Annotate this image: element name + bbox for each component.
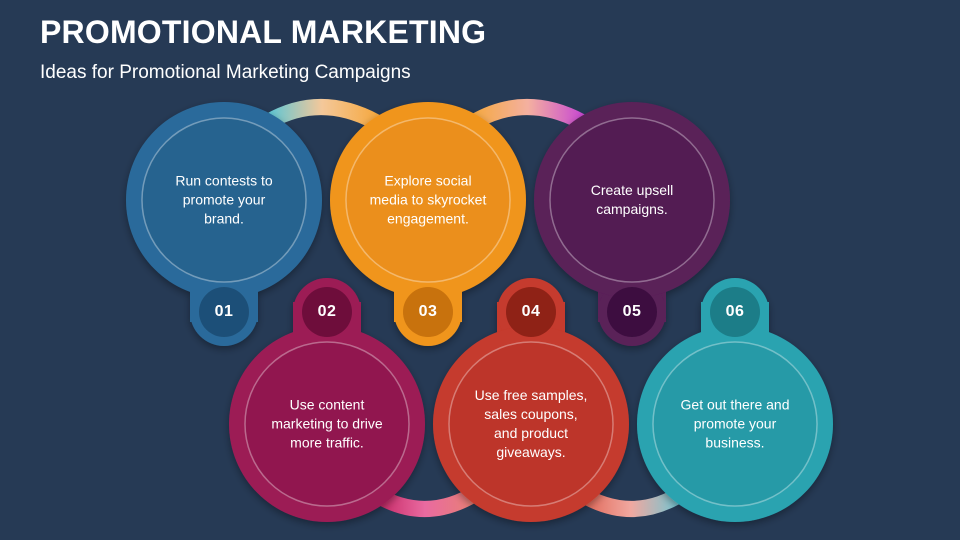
step-03-number: 03 — [418, 303, 438, 320]
step-04-inner-circle — [448, 341, 614, 507]
connector-arc-1-3 — [260, 99, 384, 130]
step-02-number: 02 — [317, 303, 337, 320]
step-02-number-badge — [302, 287, 352, 337]
step-06-number: 06 — [725, 303, 745, 320]
step-04-text: Use free samples, sales coupons, and pro… — [474, 387, 588, 460]
step-02-shape — [229, 278, 425, 522]
step-01-number: 01 — [214, 303, 234, 320]
step-05-shape — [534, 102, 730, 346]
step-06-shape — [637, 278, 833, 522]
step-04-number-badge — [506, 287, 556, 337]
step-05-inner-circle — [549, 117, 715, 283]
step-03-text: Explore social media to skyrocket engage… — [369, 172, 487, 227]
page-title: PROMOTIONAL MARKETING — [40, 14, 487, 50]
step-05-text: Create upsell campaigns. — [590, 182, 674, 217]
step-04-number: 04 — [521, 303, 541, 320]
step-02-inner-circle — [244, 341, 410, 507]
step-06-text: Get out there and promote your business. — [680, 396, 790, 451]
step-05-number: 05 — [622, 303, 642, 320]
step-01-number-badge — [199, 287, 249, 337]
step-03-shape — [330, 102, 526, 346]
step-01-shape — [126, 102, 322, 346]
page-subtitle: Ideas for Promotional Marketing Campaign… — [40, 62, 411, 83]
step-02-text: Use content marketing to drive more traf… — [271, 396, 383, 451]
connector-arc-3-5 — [466, 99, 590, 130]
step-01-text: Run contests to promote your brand. — [175, 172, 273, 227]
step-03-number-badge — [403, 287, 453, 337]
step-05-number-badge — [607, 287, 657, 337]
step-06-inner-circle — [652, 341, 818, 507]
step-01-inner-circle — [141, 117, 307, 283]
step-06-number-badge — [710, 287, 760, 337]
step-03-inner-circle — [345, 117, 511, 283]
step-04-shape — [433, 278, 629, 522]
